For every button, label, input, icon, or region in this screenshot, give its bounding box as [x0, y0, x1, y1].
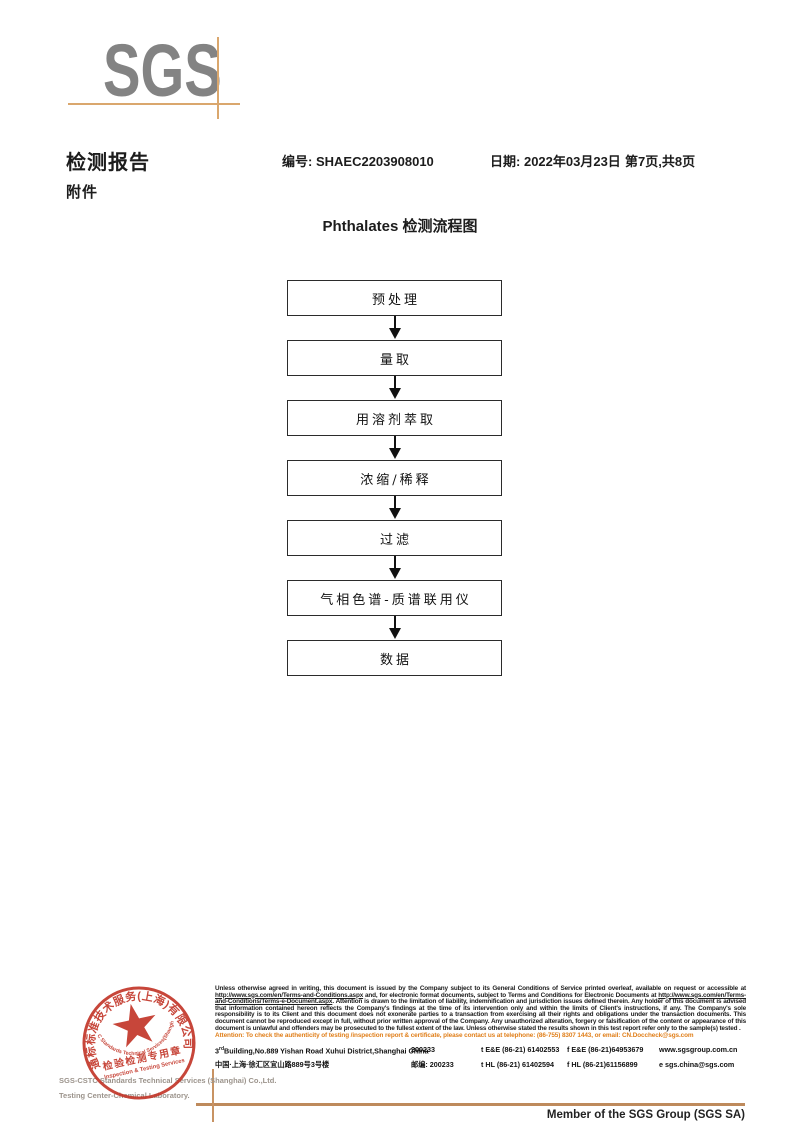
address-en: 3rdBuilding,No.889 Yishan Road Xuhui Dis…	[215, 1043, 428, 1058]
website-url: www.sgsgroup.com.cn	[659, 1044, 738, 1054]
telephone-1: t E&E (86-21) 61402553	[481, 1044, 560, 1054]
flow-step-box: 数据	[287, 640, 502, 676]
logo-crosshair-horizontal	[68, 103, 240, 105]
address-en-number: 3	[215, 1046, 219, 1056]
disclaimer-part2: and, for electronic format documents, su…	[363, 991, 659, 999]
postal-code-en: 200233	[411, 1044, 435, 1054]
flow-step-box: 浓缩/稀释	[287, 460, 502, 496]
flow-step-box: 用溶剂萃取	[287, 400, 502, 436]
report-number-value: SHAEC2203908010	[315, 154, 434, 169]
address-row-cn: 中国·上海·徐汇区宜山路889号3号楼 邮编: 200233 t HL (86-…	[215, 1058, 746, 1072]
sgs-logo: SGS	[103, 29, 222, 112]
flow-arrow-icon	[287, 376, 502, 400]
legal-block: Unless otherwise agreed in writing, this…	[215, 985, 746, 1071]
flow-step-box: 预处理	[287, 280, 502, 316]
postal-label: 邮编:	[411, 1059, 428, 1069]
flow-step-box: 量取	[287, 340, 502, 376]
flowchart: 预处理 量取 用溶剂萃取 浓缩/稀释 过滤 气相色谱-质谱联用仪 数据	[287, 280, 502, 676]
flow-arrow-icon	[287, 316, 502, 340]
terms-url: http://www.sgs.com/en/Terms-and-Conditio…	[215, 991, 364, 999]
address-cn: 中国·上海·徐汇区宜山路889号3号楼	[215, 1059, 330, 1069]
flow-arrow-icon	[287, 496, 502, 520]
page-indicator: 第7页,共8页	[625, 154, 696, 169]
report-number-label: 编号:	[282, 154, 313, 169]
report-date: 日期: 2022年03月23日	[490, 151, 621, 170]
address-en-rest: Building,No.889 Yishan Road Xuhui Distri…	[224, 1046, 429, 1056]
flow-step-box: 过滤	[287, 520, 502, 556]
address-row-en: 3rdBuilding,No.889 Yishan Road Xuhui Dis…	[215, 1043, 746, 1058]
inspection-testing-stamp-icon: 通标标准技术服务(上海)有限公司 SGS-CSTC Standards Tech…	[64, 969, 197, 1100]
address-block: 3rdBuilding,No.889 Yishan Road Xuhui Dis…	[215, 1043, 746, 1071]
report-date-value: 2022年03月23日	[523, 154, 621, 169]
report-date-label: 日期:	[490, 154, 521, 169]
postal-code-cn: 邮编: 200233	[411, 1058, 481, 1072]
telephone-2: t HL (86-21) 61402594	[481, 1059, 554, 1069]
footer-rule	[196, 1103, 745, 1106]
footer-crop-mark	[212, 1069, 214, 1122]
email-address: e sgs.china@sgs.com	[659, 1059, 735, 1069]
sgs-group-member-text: Member of the SGS Group (SGS SA)	[546, 1109, 745, 1121]
postal-value: 200233	[429, 1059, 454, 1069]
fax-2: f HL (86-21)61156899	[567, 1059, 638, 1069]
disclaimer-part3: . Attention is drawn to the limitation o…	[215, 998, 746, 1032]
attention-text: Attention: To check the authenticity of …	[215, 1032, 694, 1040]
report-number: 编号: SHAEC2203908010	[282, 151, 434, 170]
logo-crosshair-vertical	[217, 37, 219, 119]
report-title: 检测报告	[66, 152, 150, 174]
lab-company-line1: SGS-CSTC Standards Technical Services (S…	[59, 1076, 277, 1085]
flow-step-box: 气相色谱-质谱联用仪	[287, 580, 502, 616]
flow-arrow-icon	[287, 556, 502, 580]
flow-arrow-icon	[287, 616, 502, 640]
address-en-ordinal: rd	[219, 1045, 224, 1052]
terms-e-document-url: http://www.sgs.com/en/Terms-and-Conditio…	[215, 991, 746, 1006]
flowchart-title: Phthalates 检测流程图	[322, 218, 478, 235]
disclaimer-part1: Unless otherwise agreed in writing, this…	[215, 985, 746, 992]
stamp-star-icon	[112, 1003, 156, 1048]
fax-1: f E&E (86-21)64953679	[567, 1044, 644, 1054]
disclaimer-text: Unless otherwise agreed in writing, this…	[215, 985, 746, 1032]
attachment-label: 附件	[66, 184, 99, 201]
flow-arrow-icon	[287, 436, 502, 460]
